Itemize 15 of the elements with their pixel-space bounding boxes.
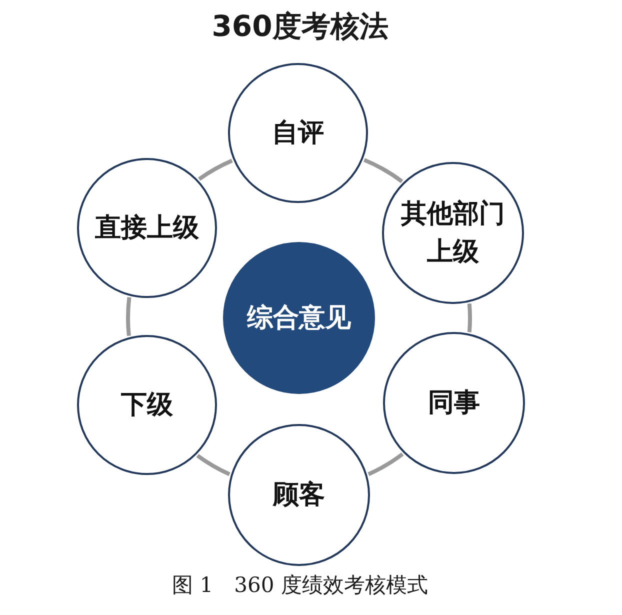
connector-arc: [467, 304, 472, 332]
connector-arc: [368, 452, 404, 476]
node-label: 下级: [121, 389, 173, 422]
node-label: 自评: [272, 117, 324, 150]
node-label: 直接上级: [95, 212, 199, 245]
node-label: 顾客: [273, 479, 325, 512]
node-label: 其他部门上级: [400, 198, 506, 269]
connector-arc: [196, 454, 230, 476]
connector-arc: [198, 158, 233, 181]
title: 360度考核法: [212, 8, 388, 44]
connector-arc: [126, 297, 132, 336]
caption: 图 1 360 度绩效考核模式: [172, 572, 428, 599]
node-label: 综合意见: [247, 302, 351, 335]
node-label: 同事: [428, 387, 480, 420]
connector-arc: [363, 158, 404, 184]
